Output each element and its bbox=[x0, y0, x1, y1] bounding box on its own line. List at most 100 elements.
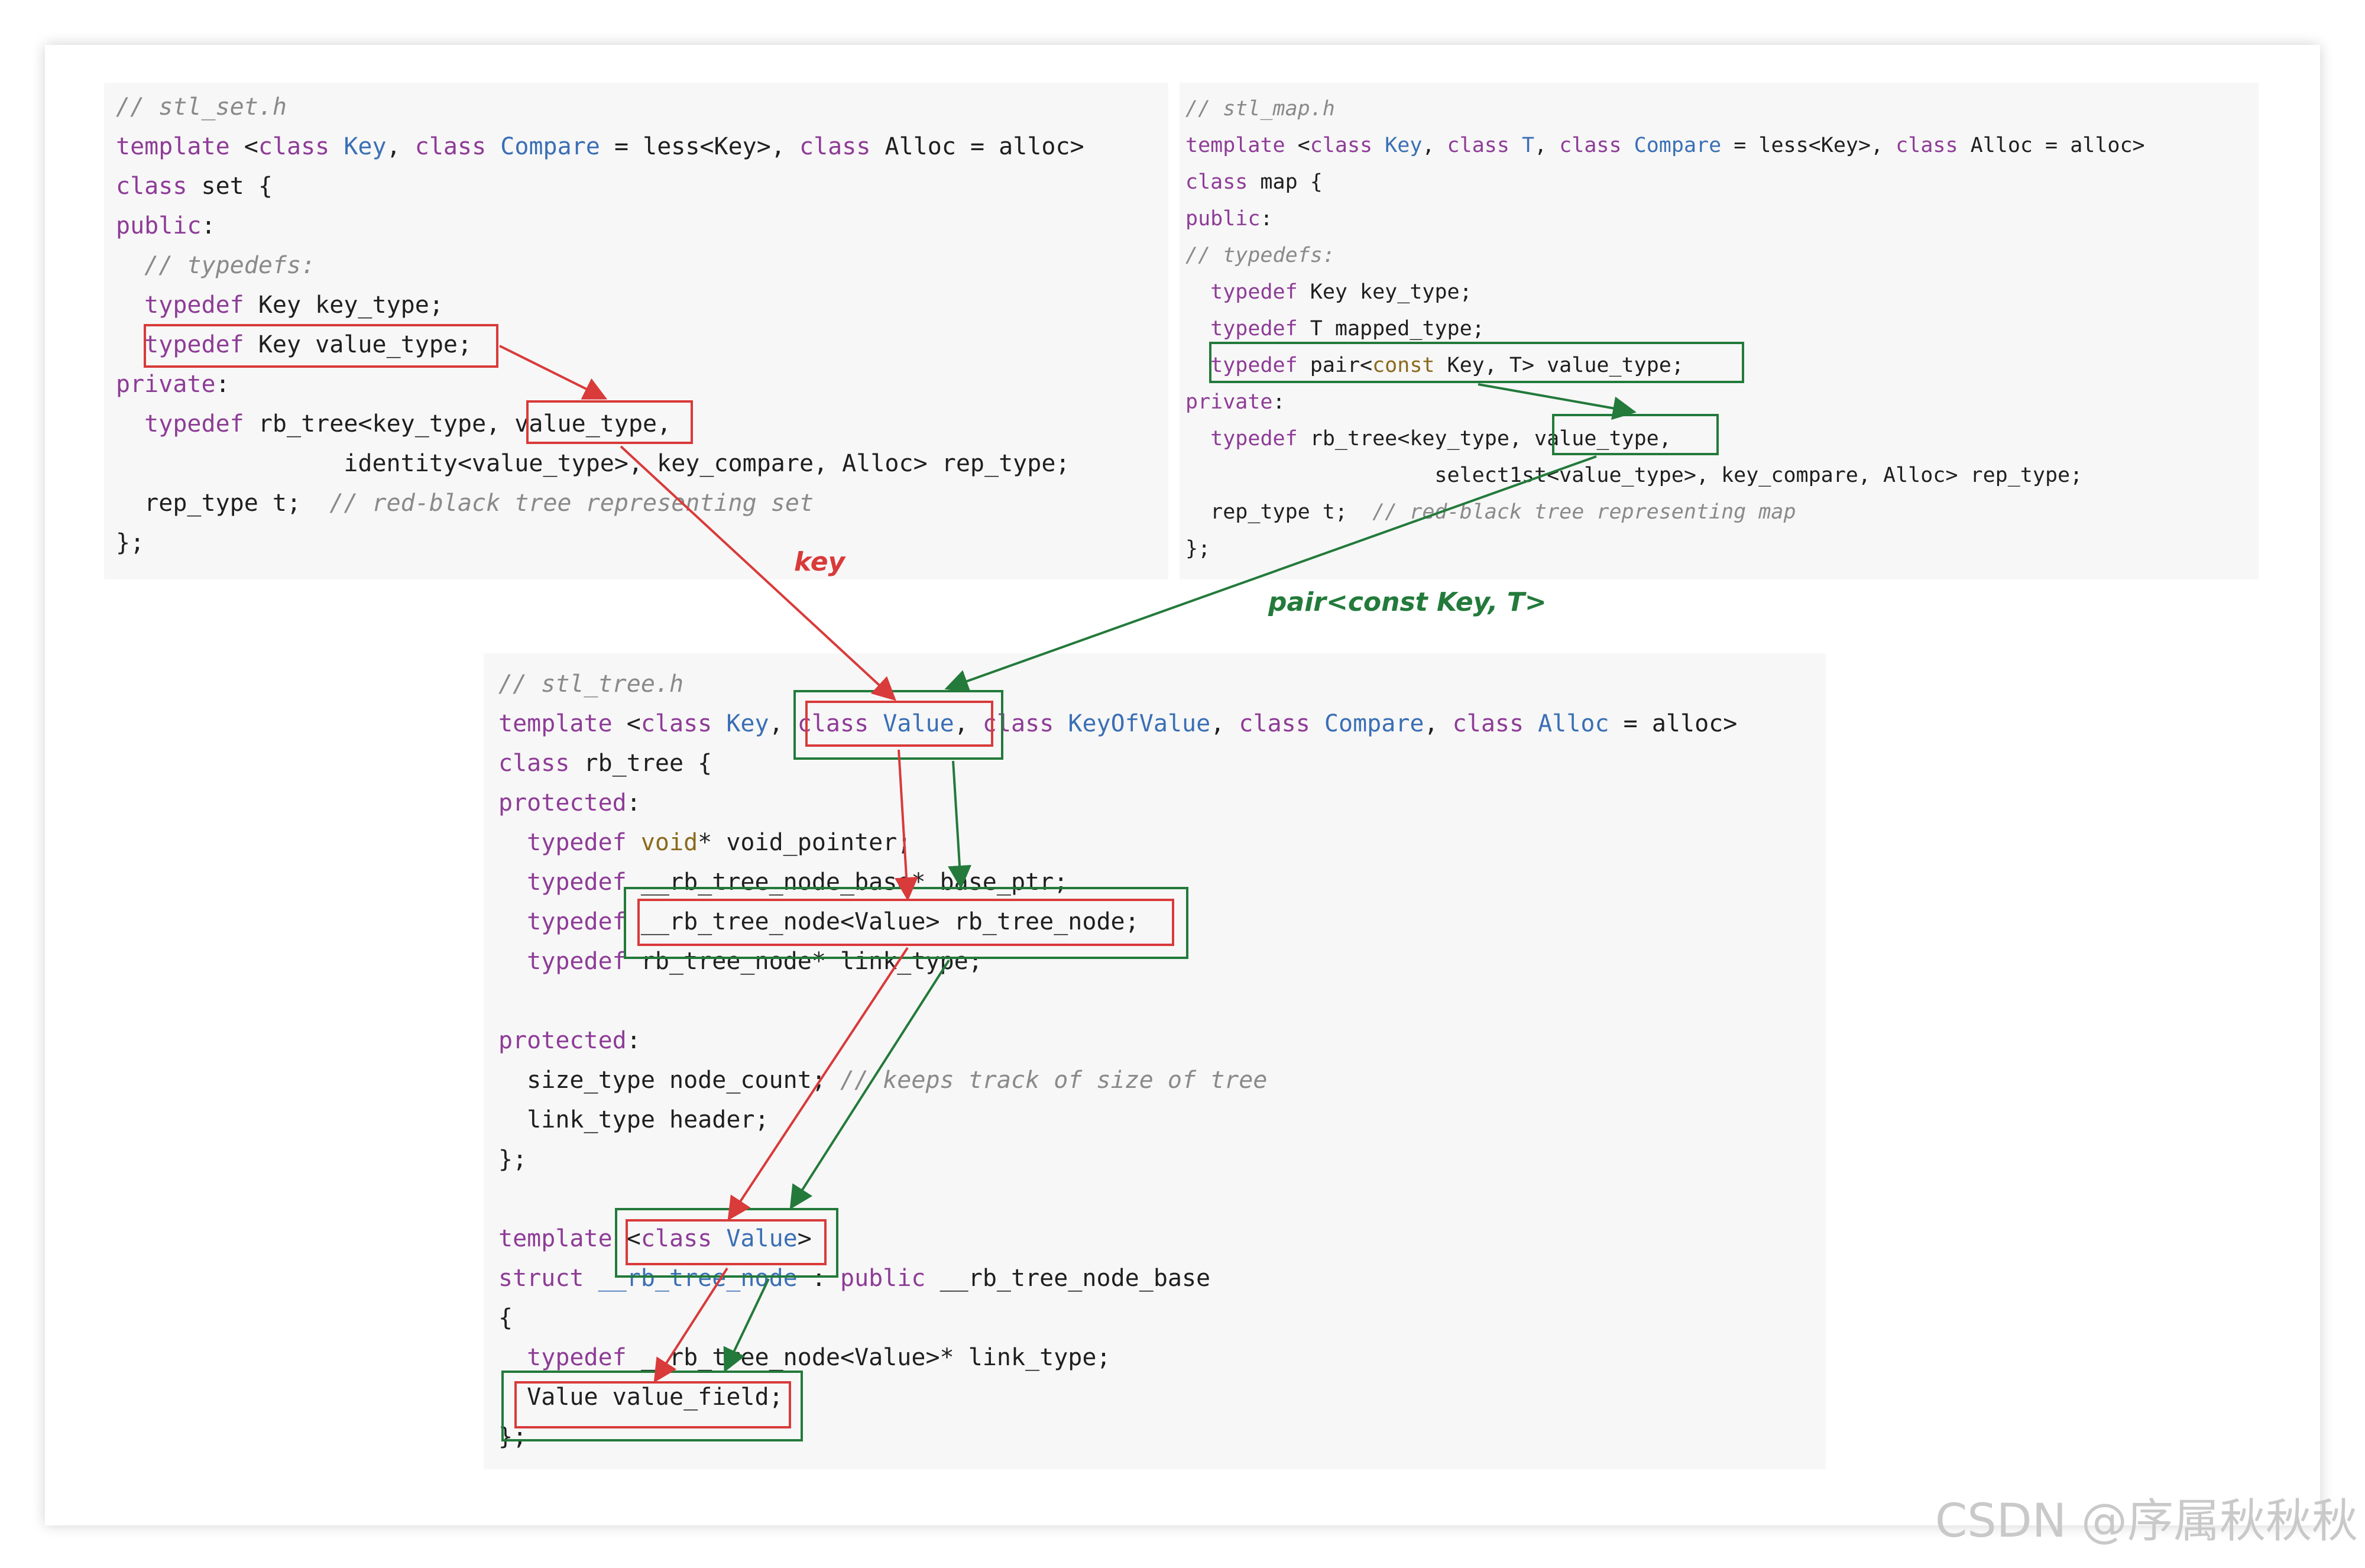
code-line: rep_type t; // red-black tree representi… bbox=[116, 484, 1084, 523]
code-token: rep_type t; bbox=[116, 490, 330, 517]
code-token: : bbox=[215, 371, 230, 398]
code-token: { bbox=[498, 1304, 513, 1331]
code-token: link_type header; bbox=[498, 1106, 769, 1133]
code-token: Alloc = alloc> bbox=[1958, 134, 2145, 157]
code-token: class bbox=[640, 710, 712, 737]
code-token: < bbox=[612, 1225, 641, 1252]
code-token: : bbox=[1260, 207, 1273, 231]
code-token: select1st<value_type>, key_compare, Allo… bbox=[1185, 464, 2083, 487]
code-token: class bbox=[797, 710, 869, 737]
code-line: { bbox=[498, 1298, 1737, 1338]
code-token: = less<Key>, bbox=[1721, 134, 1896, 157]
code-token: typedef bbox=[527, 948, 627, 975]
code-token: rb_tree_node* link_type; bbox=[626, 948, 983, 975]
code-token: Key key_type; bbox=[244, 291, 443, 319]
code-token: set { bbox=[187, 173, 273, 200]
red-arrow-set-typedef-to-rb-tree bbox=[499, 345, 608, 400]
code-token: typedef bbox=[144, 410, 244, 438]
code-token: map { bbox=[1248, 170, 1323, 194]
code-line: public: bbox=[116, 206, 1084, 246]
code-token: Key, T> value_type; bbox=[1434, 354, 1684, 377]
code-token: rb_tree<key_type, value_type, bbox=[1297, 427, 1671, 451]
code-line: template <class Key, class T, class Comp… bbox=[1185, 127, 2145, 164]
code-token: public bbox=[116, 212, 202, 239]
code-token: , bbox=[954, 710, 983, 737]
code-token: typedef bbox=[144, 331, 244, 358]
code-token: // stl_set.h bbox=[116, 93, 287, 121]
red-arrow-value-to-node-typedef bbox=[895, 749, 919, 901]
code-token: class bbox=[258, 133, 330, 160]
code-token: Key key_type; bbox=[1297, 280, 1472, 304]
set-value-type-typedef-box bbox=[144, 324, 498, 368]
red-arrow-node-typedef-to-struct bbox=[727, 947, 909, 1221]
code-token: public bbox=[1185, 207, 1261, 231]
code-token: = less<Key>, bbox=[600, 133, 800, 160]
code-token: const bbox=[1372, 354, 1435, 377]
code-line: class map { bbox=[1185, 164, 2145, 200]
code-token: typedef bbox=[527, 829, 627, 856]
code-token: Value bbox=[883, 710, 954, 737]
code-token: class bbox=[498, 750, 570, 777]
csdn-watermark: CSDN @序属秋秋秋 bbox=[1935, 1495, 2358, 1548]
code-line: template <class Key, class Compare = les… bbox=[116, 127, 1084, 167]
set-code-panel bbox=[104, 83, 1168, 579]
code-token: > bbox=[797, 1225, 812, 1252]
code-token: , bbox=[386, 133, 415, 160]
code-token: void bbox=[640, 829, 698, 856]
map-value-type-typedef-box bbox=[1209, 342, 1744, 383]
tree-template-value-red-box bbox=[805, 701, 993, 747]
value-field-red-box bbox=[514, 1381, 791, 1428]
value-field-green-box bbox=[501, 1371, 803, 1441]
code-token: public bbox=[840, 1265, 926, 1292]
code-token: }; bbox=[1185, 537, 1211, 561]
code-line: // stl_tree.h bbox=[498, 665, 1737, 704]
code-token: pair< bbox=[1297, 354, 1373, 377]
green-pair-flow-arrows bbox=[723, 383, 1637, 1373]
code-line: identity<value_type>, key_compare, Alloc… bbox=[116, 444, 1084, 484]
code-token: < bbox=[612, 710, 641, 737]
code-line: typedef void* void_pointer; bbox=[498, 823, 1737, 863]
code-token: , bbox=[1424, 710, 1453, 737]
tree-code-panel bbox=[484, 653, 1826, 1469]
code-line: public: bbox=[1185, 200, 2145, 237]
code-token: rb_tree { bbox=[569, 750, 712, 777]
code-line: struct __rb_tree_node : public __rb_tree… bbox=[498, 1259, 1737, 1298]
code-token: : bbox=[201, 212, 216, 239]
red-arrow-struct-to-value-field bbox=[653, 1267, 728, 1383]
code-token: typedef bbox=[1210, 354, 1298, 377]
code-token: Key bbox=[726, 710, 769, 737]
code-token: , bbox=[1210, 710, 1239, 737]
code-token: class bbox=[640, 1225, 712, 1252]
code-token: < bbox=[229, 133, 258, 160]
code-line: }; bbox=[1185, 530, 2145, 567]
code-line: typedef rb_tree_node* link_type; bbox=[498, 942, 1737, 981]
code-token: class bbox=[414, 133, 487, 160]
green-arrow-map-typedef-to-rb-tree bbox=[1478, 383, 1637, 420]
code-line: template <class Value> bbox=[498, 1219, 1737, 1259]
node-template-value-red-box bbox=[626, 1219, 827, 1265]
code-token: typedef bbox=[527, 869, 627, 896]
set-rb-tree-value-type-box bbox=[526, 400, 693, 444]
code-token: rb_tree<key_type, value_type, bbox=[244, 410, 672, 438]
green-arrow-map-to-tree-value bbox=[944, 455, 1597, 693]
code-line: // stl_map.h bbox=[1185, 90, 2145, 127]
code-token: * void_pointer; bbox=[698, 829, 912, 856]
code-token: // typedefs: bbox=[144, 252, 316, 279]
code-token: Compare bbox=[1634, 134, 1722, 157]
red-arrow-set-to-tree-value bbox=[620, 445, 896, 701]
code-token: __rb_tree_node<Value>* link_type; bbox=[626, 1344, 1111, 1371]
code-line: typedef rb_tree<key_type, value_type, bbox=[1185, 420, 2145, 457]
code-line: protected: bbox=[498, 1021, 1737, 1061]
code-token: private bbox=[1185, 390, 1273, 414]
code-token: class bbox=[1559, 134, 1622, 157]
code-token: class bbox=[1452, 710, 1524, 737]
code-token: // keeps track of size of tree bbox=[840, 1067, 1268, 1094]
code-token: class bbox=[982, 710, 1054, 737]
code-token: = alloc> bbox=[1609, 710, 1738, 737]
code-token: Compare bbox=[500, 133, 600, 160]
code-line: // stl_set.h bbox=[116, 88, 1084, 127]
code-token: template bbox=[498, 710, 613, 737]
code-token: Alloc bbox=[1538, 710, 1609, 737]
code-line: class set { bbox=[116, 167, 1084, 206]
code-line: }; bbox=[116, 523, 1084, 563]
